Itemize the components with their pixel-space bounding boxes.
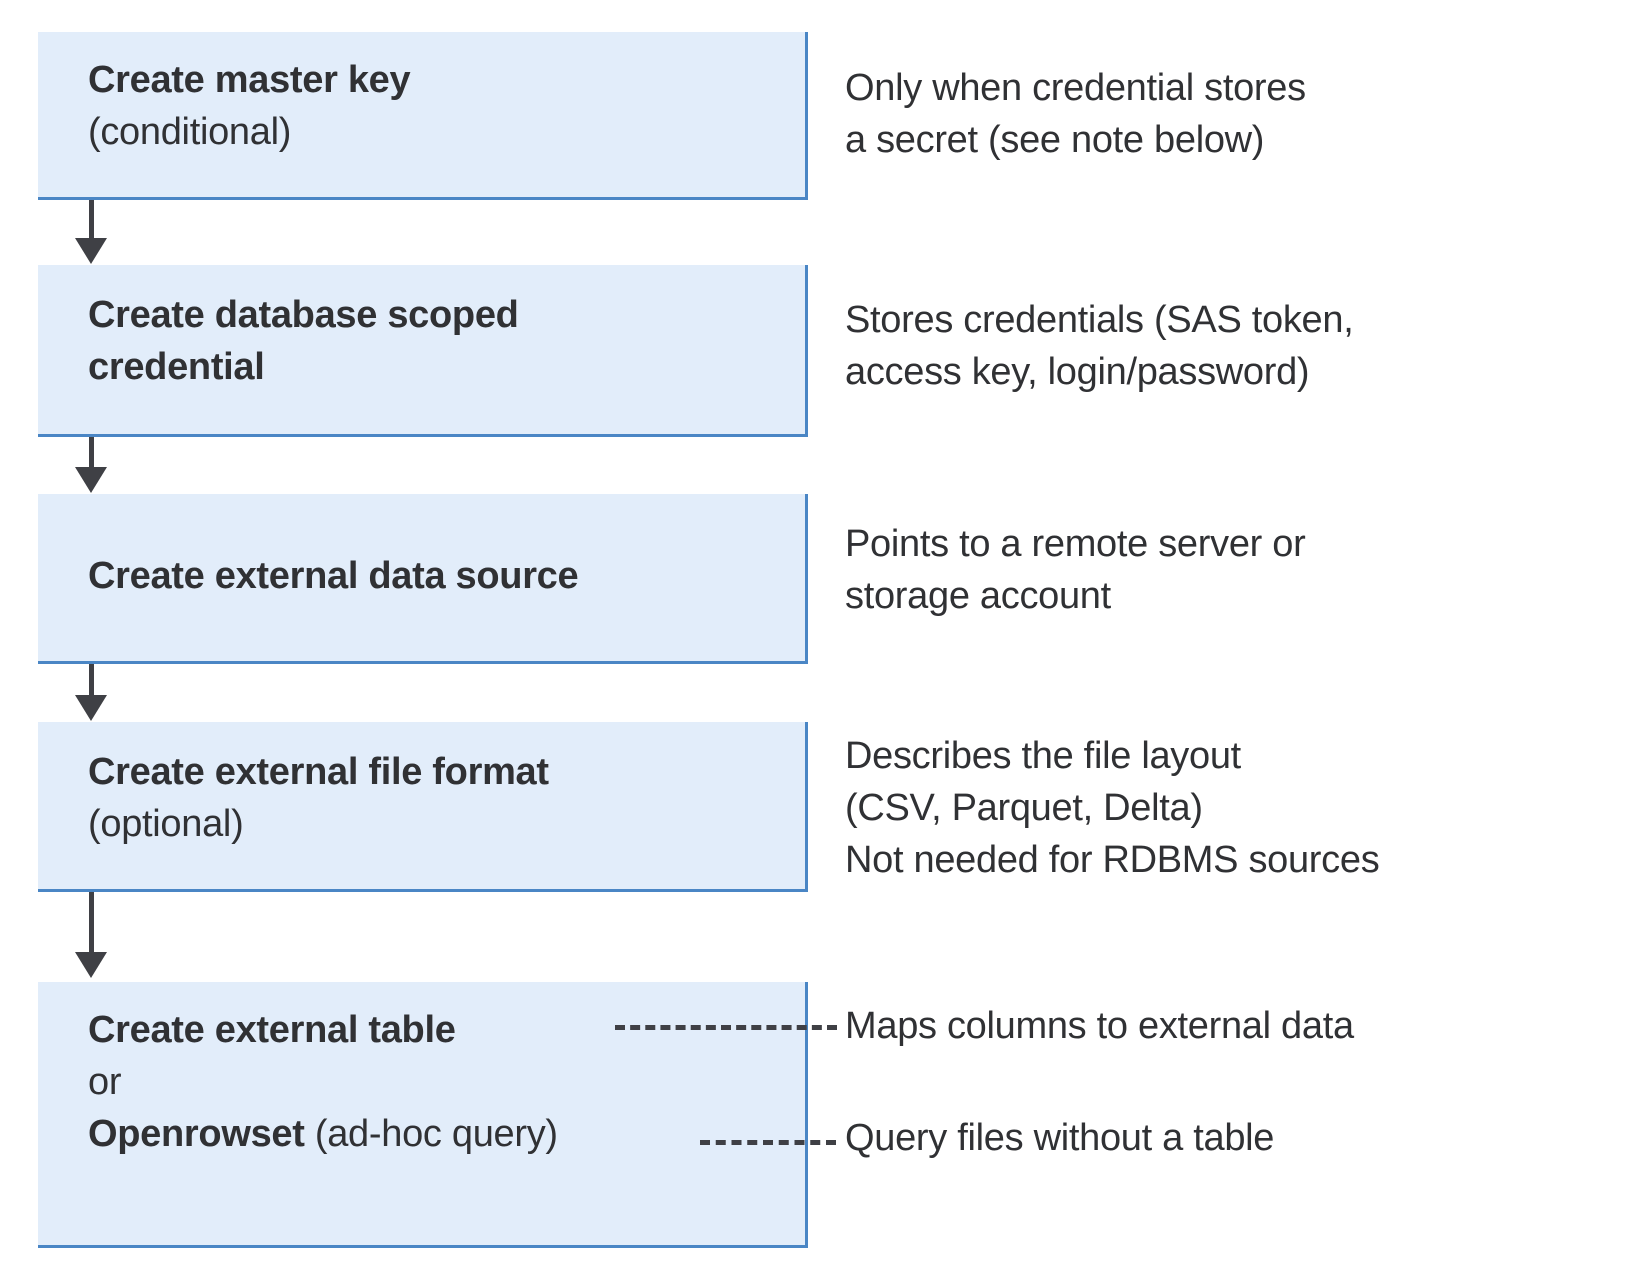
step-box-scoped-credential[interactable]: Create database scoped credential (38, 265, 808, 437)
note-scoped-credential: Stores credentials (SAS token, access ke… (845, 294, 1354, 398)
note-line: Stores credentials (SAS token, (845, 299, 1354, 341)
arrow-down-icon-2 (75, 437, 107, 494)
step-title-openrowset-rest: (ad-hoc query) (304, 1113, 558, 1155)
step-title-master-key: Create master key (88, 59, 411, 101)
note-external-table: Maps columns to external data (845, 1000, 1354, 1052)
arrow-head (75, 695, 107, 721)
arrow-shaft (89, 200, 94, 240)
step-title-openrowset-bold: Openrowset (88, 1113, 305, 1155)
step-box-master-key[interactable]: Create master key (conditional) (38, 32, 808, 200)
arrow-shaft (89, 892, 94, 954)
arrow-down-icon-4 (75, 892, 107, 982)
step-box-external-file-format[interactable]: Create external file format (optional) (38, 722, 808, 892)
step-connector-or: or (88, 1061, 122, 1103)
dashed-connector-openrowset (700, 1140, 836, 1145)
arrow-head (75, 467, 107, 493)
arrow-head (75, 238, 107, 264)
step-title-openrowset: Openrowset (ad-hoc query) (88, 1110, 795, 1158)
step-title-external-data-source: Create external data source (88, 555, 579, 597)
note-line: Only when credential stores (845, 67, 1306, 109)
note-line: a secret (see note below) (845, 119, 1265, 161)
arrow-head (75, 952, 107, 978)
arrow-down-icon-1 (75, 200, 107, 265)
note-line: access key, login/password) (845, 351, 1310, 393)
step-title-scoped-credential-line1: Create database scoped (88, 294, 519, 336)
note-line: Describes the file layout (845, 735, 1241, 777)
step-box-external-table[interactable]: Create external table or Openrowset (ad-… (38, 982, 808, 1248)
step-box-external-data-source[interactable]: Create external data source (38, 494, 808, 664)
note-line: Not needed for RDBMS sources (845, 839, 1380, 881)
note-line: Points to a remote server or (845, 523, 1306, 565)
step-title-scoped-credential-line2: credential (88, 346, 265, 388)
note-line: Maps columns to external data (845, 1005, 1354, 1047)
note-master-key: Only when credential stores a secret (se… (845, 62, 1306, 166)
note-line: (CSV, Parquet, Delta) (845, 787, 1203, 829)
arrow-shaft (89, 664, 94, 697)
step-title-external-file-format: Create external file format (88, 751, 549, 793)
arrow-shaft (89, 437, 94, 469)
note-external-data-source: Points to a remote server or storage acc… (845, 518, 1306, 622)
step-subtitle-external-file-format: (optional) (88, 803, 244, 845)
step-subtitle-master-key: (conditional) (88, 111, 292, 153)
dashed-connector-external-table (615, 1025, 837, 1030)
note-external-file-format: Describes the file layout (CSV, Parquet,… (845, 730, 1380, 886)
arrow-down-icon-3 (75, 664, 107, 722)
note-line: storage account (845, 575, 1111, 617)
note-line: Query files without a table (845, 1117, 1275, 1159)
note-openrowset: Query files without a table (845, 1112, 1274, 1164)
step-title-external-table: Create external table (88, 1009, 456, 1051)
